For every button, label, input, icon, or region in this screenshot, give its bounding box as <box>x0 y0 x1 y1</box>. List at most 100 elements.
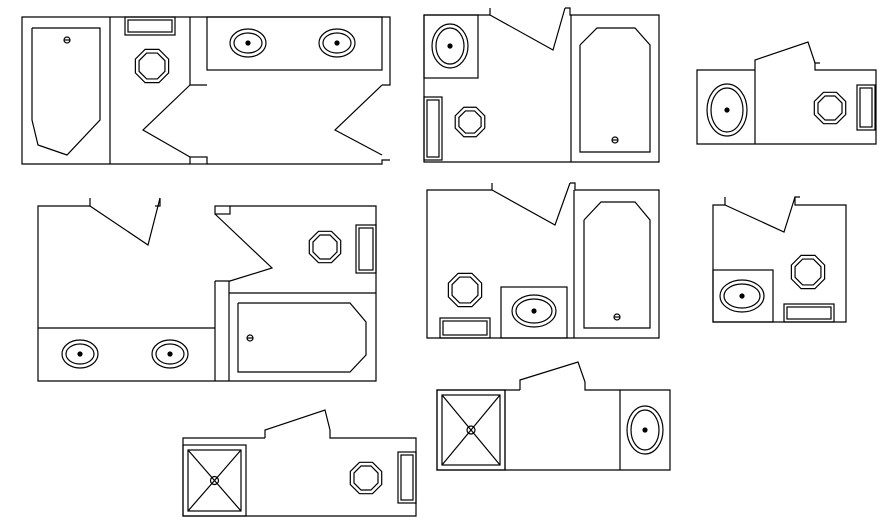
sink-inner <box>435 27 465 65</box>
sink-inner <box>710 87 744 133</box>
toilet-bowl <box>308 230 342 264</box>
sink-drain <box>531 308 537 314</box>
sink-icon <box>719 279 765 313</box>
sink-outer <box>719 279 765 313</box>
sink-drain <box>724 107 730 113</box>
shower-inner <box>441 394 501 466</box>
vanity-counter <box>206 16 383 71</box>
toilet-tank-inner <box>859 87 873 128</box>
bathtub-icon <box>583 201 651 329</box>
door-icon <box>491 182 571 226</box>
toilet-icon <box>124 16 176 84</box>
wall-line <box>696 62 877 145</box>
sink-icon <box>626 405 664 455</box>
bathroom-plan-4 <box>37 197 377 382</box>
shower-icon <box>182 444 247 517</box>
sink-drain <box>447 43 453 49</box>
wall-line <box>712 196 847 323</box>
toilet-tank-inner <box>358 227 374 271</box>
toilet-tank-inner <box>426 99 440 158</box>
toilet-tank <box>856 84 876 131</box>
bathroom-plan-2 <box>423 7 660 163</box>
wall-line <box>21 16 391 165</box>
sink-drain <box>77 351 83 357</box>
sink-drain <box>642 427 648 433</box>
shower-slope <box>441 394 501 466</box>
toilet-icon <box>813 84 876 131</box>
toilet-icon <box>423 96 486 161</box>
wall-line <box>155 198 161 207</box>
toilet-tank <box>355 224 377 274</box>
toilet-bowl-inner <box>794 258 822 286</box>
shower-drain <box>466 425 476 435</box>
toilet-tank-inner <box>786 306 832 320</box>
sink-counter <box>712 269 774 323</box>
bathtub-icon <box>579 27 651 153</box>
sink-outer <box>318 28 356 58</box>
door-icon <box>142 84 191 158</box>
sink-icon <box>511 294 557 328</box>
wall-line <box>426 182 660 339</box>
sink-icon <box>61 339 99 369</box>
sink-icon <box>151 339 189 369</box>
door-icon <box>264 409 331 438</box>
toilet-bowl <box>454 106 486 138</box>
door-icon <box>519 361 586 390</box>
sink-drain <box>167 351 173 357</box>
sink-outer <box>151 339 189 369</box>
bathroom-plan-6 <box>712 196 847 323</box>
sink-icon <box>431 23 469 69</box>
door-jamb <box>214 205 231 215</box>
sink-outer <box>229 28 267 58</box>
toilet-bowl <box>134 48 170 84</box>
toilet-tank-inner <box>400 454 414 501</box>
wall-line <box>182 430 417 517</box>
shower-inner <box>187 449 242 512</box>
door-icon <box>754 41 816 70</box>
sink-counter <box>500 286 568 339</box>
door-icon <box>489 7 566 51</box>
partition <box>189 17 207 86</box>
toilet-icon <box>349 451 417 504</box>
sink-inner <box>630 409 660 451</box>
toilet-icon <box>308 224 377 274</box>
toilet-tank <box>783 303 835 323</box>
sink-inner <box>723 283 761 309</box>
door-icon <box>214 213 274 282</box>
toilet-tank <box>397 451 417 504</box>
door-icon <box>333 84 383 156</box>
toilet-tank <box>423 96 443 161</box>
toilet-bowl <box>813 91 847 125</box>
door-icon <box>724 196 796 233</box>
bathroom-plan-1 <box>21 16 391 165</box>
bathroom-plan-7 <box>182 409 417 517</box>
toilet-bowl-inner <box>458 110 482 134</box>
toilet-bowl-inner <box>353 465 379 491</box>
sink-outer <box>431 23 469 69</box>
sink-inner <box>65 343 95 365</box>
toilet-tank <box>124 16 176 36</box>
sink-icon <box>318 28 356 58</box>
door-jamb <box>189 156 208 165</box>
bathtub-icon <box>31 27 101 156</box>
door-icon <box>89 197 161 246</box>
bathroom-plan-3 <box>696 41 877 145</box>
sink-icon <box>706 83 748 137</box>
sink-inner <box>515 298 553 324</box>
toilet-bowl <box>349 461 383 495</box>
wall-line <box>423 7 660 163</box>
toilet-tank-inner <box>442 320 488 336</box>
wall-line <box>207 159 390 165</box>
sink-outer <box>61 339 99 369</box>
sink-outer <box>511 294 557 328</box>
sink-counter <box>423 14 479 79</box>
toilet-bowl <box>447 272 483 308</box>
toilet-bowl-inner <box>312 234 338 260</box>
sink-outer <box>706 83 748 137</box>
bathtub-icon <box>237 302 367 373</box>
toilet-bowl-inner <box>451 276 479 304</box>
bathroom-plan-8 <box>436 361 671 471</box>
sink-inner <box>233 32 263 54</box>
toilet-icon <box>783 254 835 323</box>
